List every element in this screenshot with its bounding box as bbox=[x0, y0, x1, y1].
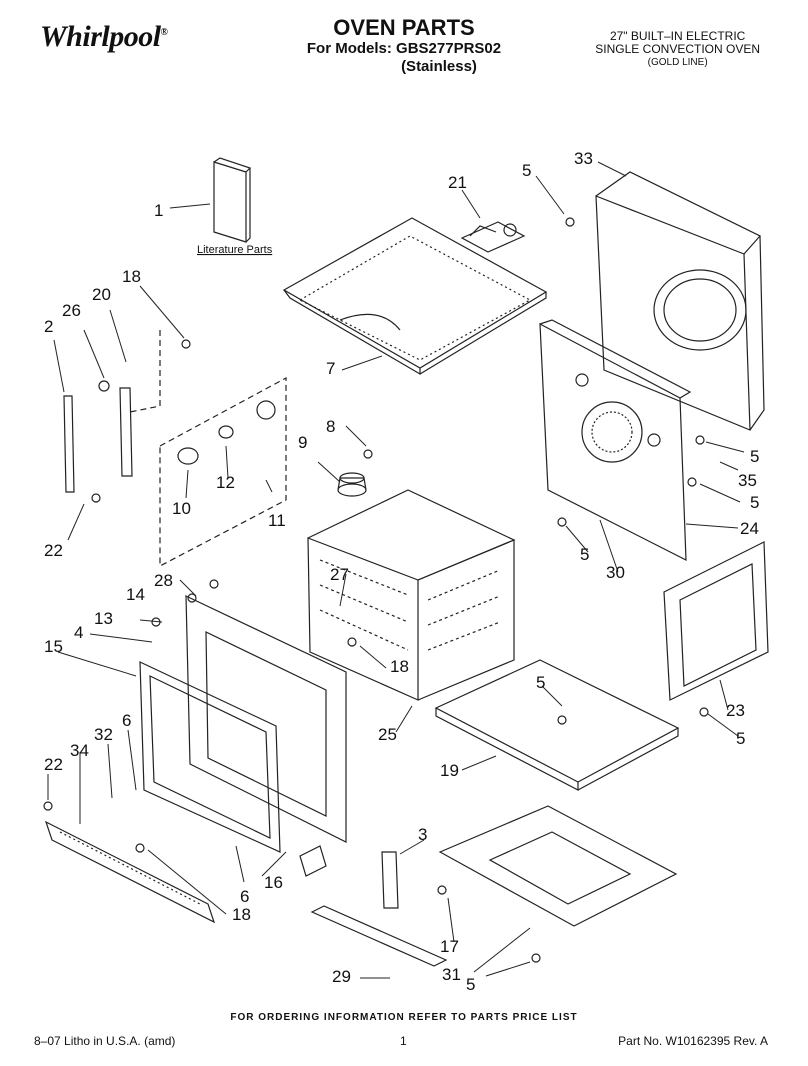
brand-logo: Whirlpool® bbox=[40, 20, 168, 53]
callout-18b: 18 bbox=[390, 657, 409, 676]
callout-7: 7 bbox=[326, 359, 335, 378]
callout-2: 2 bbox=[44, 317, 53, 336]
part-screws bbox=[43, 217, 709, 963]
callout-5e: 5 bbox=[736, 729, 745, 748]
callout-32: 32 bbox=[94, 725, 113, 744]
part-thermostat-bracket bbox=[460, 221, 526, 253]
part-top-panel bbox=[282, 217, 548, 376]
callout-18a: 18 bbox=[122, 267, 141, 286]
callout-9: 9 bbox=[298, 433, 307, 452]
callout-5a: 5 bbox=[522, 161, 531, 180]
part-door-frame bbox=[139, 595, 347, 853]
ordering-note: FOR ORDERING INFORMATION REFER TO PARTS … bbox=[230, 1012, 578, 1023]
product-line-2: SINGLE CONVECTION OVEN bbox=[595, 42, 760, 56]
part-convection-motor-knob bbox=[337, 472, 367, 497]
callout-25: 25 bbox=[378, 725, 397, 744]
callout-23: 23 bbox=[726, 701, 745, 720]
callout-15: 15 bbox=[44, 637, 63, 656]
callout-19: 19 bbox=[440, 761, 459, 780]
leader-lines bbox=[47, 161, 745, 979]
callout-3: 3 bbox=[418, 825, 427, 844]
callout-18c: 18 bbox=[232, 905, 251, 924]
callout-5g: 5 bbox=[466, 975, 475, 994]
callout-6b: 6 bbox=[240, 887, 249, 906]
callout-30: 30 bbox=[606, 563, 625, 582]
part-bottom-tray bbox=[438, 805, 678, 927]
callout-10: 10 bbox=[172, 499, 191, 518]
callout-1: 1 bbox=[154, 201, 163, 220]
page-title-block: OVEN PARTS For Models: GBS277PRS02 (Stai… bbox=[0, 16, 808, 76]
part-floor-panel bbox=[434, 659, 680, 791]
models-line: For Models: GBS277PRS02 bbox=[306, 40, 502, 57]
callout-12: 12 bbox=[216, 473, 235, 492]
callout-17: 17 bbox=[440, 937, 459, 956]
callout-22a: 22 bbox=[44, 541, 63, 560]
callout-29: 29 bbox=[332, 967, 351, 986]
callout-8: 8 bbox=[326, 417, 335, 436]
callout-24: 24 bbox=[740, 519, 759, 538]
callout-5f: 5 bbox=[536, 673, 545, 692]
page-number: 1 bbox=[400, 1034, 407, 1048]
part-convection-panel bbox=[539, 319, 692, 561]
part-number: Part No. W10162395 Rev. A bbox=[618, 1034, 768, 1048]
part-rear-panel bbox=[595, 171, 765, 431]
product-line-1: 27" BUILT–IN ELECTRIC bbox=[609, 29, 746, 43]
product-line-3: (GOLD LINE) bbox=[647, 57, 708, 68]
callout-27: 27 bbox=[330, 565, 349, 584]
part-oven-cavity bbox=[307, 489, 516, 701]
part-bottom-trim bbox=[310, 905, 448, 967]
callout-numbers: 1 2 3 4 5 5 5 5 5 5 5 5 6 6 7 8 9 10 11 … bbox=[44, 149, 759, 994]
literature-parts-label: Literature Parts bbox=[197, 244, 273, 256]
page-title: OVEN PARTS bbox=[333, 15, 475, 40]
callout-5c: 5 bbox=[750, 493, 759, 512]
callout-22b: 22 bbox=[44, 755, 63, 774]
callout-14: 14 bbox=[126, 585, 145, 604]
callout-31: 31 bbox=[442, 965, 461, 984]
part-mounting-brackets bbox=[299, 845, 399, 909]
part-control-group bbox=[159, 376, 287, 567]
callout-28: 28 bbox=[154, 571, 173, 590]
callout-11: 11 bbox=[268, 511, 286, 530]
callout-33: 33 bbox=[574, 149, 593, 168]
part-side-panel bbox=[663, 541, 769, 701]
brand-logo-text: Whirlpool bbox=[40, 20, 161, 53]
callout-6a: 6 bbox=[122, 711, 131, 730]
part-literature bbox=[213, 157, 252, 243]
callout-16: 16 bbox=[264, 873, 283, 892]
callout-20: 20 bbox=[92, 285, 111, 304]
callout-35: 35 bbox=[738, 471, 757, 490]
callout-5b: 5 bbox=[750, 447, 759, 466]
finish-label: (Stainless) bbox=[401, 58, 477, 75]
callout-26: 26 bbox=[62, 301, 81, 320]
part-trim-strips bbox=[63, 330, 161, 493]
callout-13: 13 bbox=[94, 609, 113, 628]
callout-4: 4 bbox=[74, 623, 83, 642]
part-toe-kick bbox=[44, 820, 216, 924]
callout-21: 21 bbox=[448, 173, 467, 192]
callout-34: 34 bbox=[70, 741, 89, 760]
litho-note: 8–07 Litho in U.S.A. (amd) bbox=[34, 1034, 176, 1048]
product-description: 27" BUILT–IN ELECTRIC SINGLE CONVECTION … bbox=[595, 30, 760, 69]
callout-5d: 5 bbox=[580, 545, 589, 564]
